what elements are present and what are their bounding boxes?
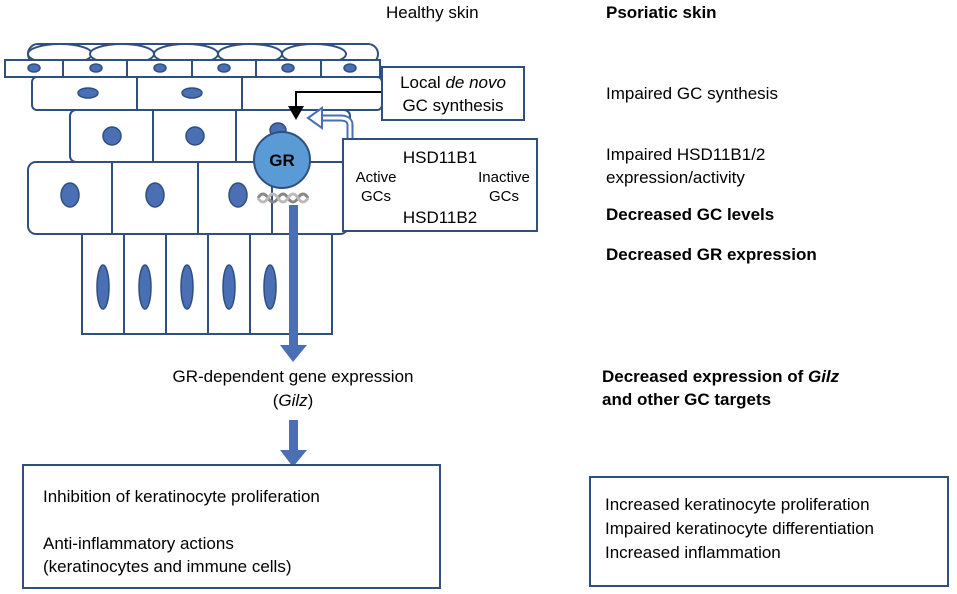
heading-healthy-skin: Healthy skin	[386, 3, 479, 22]
healthy-outcome-line1: Inhibition of keratinocyte proliferation	[43, 487, 320, 506]
healthy-outcome-line2: Anti-inflammatory actions	[43, 534, 234, 553]
psoriatic-gilz-pre: Decreased expression of	[602, 367, 808, 386]
psoriatic-effect-3: Decreased GC levels	[606, 205, 775, 224]
hsd-top-label: HSD11B1	[402, 148, 478, 167]
psoriatic-outcome-line1: Increased keratinocyte proliferation	[605, 495, 870, 514]
healthy-outcome-box: Inhibition of keratinocyte proliferation…	[22, 464, 441, 589]
psoriatic-outcome-line2: Impaired keratinocyte differentiation	[605, 519, 875, 538]
gene-expression-line2: (Gilz)	[140, 390, 446, 411]
gr-down-arrow-head	[280, 345, 307, 362]
gr-receptor-circle	[253, 131, 311, 189]
local-synthesis-line1-pre: Local	[400, 73, 446, 92]
heading-psoriatic-skin: Psoriatic skin	[606, 3, 717, 22]
hsd-active-line2: GCs	[361, 188, 391, 205]
local-synthesis-line2: GC synthesis	[402, 96, 504, 115]
hsd-bottom-label: HSD11B2	[402, 208, 478, 227]
local-synthesis-box: Local de novo GC synthesis	[381, 66, 525, 121]
psoriatic-outcome-box: Increased keratinocyte proliferation Imp…	[589, 476, 949, 587]
hsd-inactive-line1: Inactive	[478, 169, 530, 186]
healthy-outcome-line3: (keratinocytes and immune cells)	[43, 557, 292, 576]
psoriatic-effect-0: Impaired GC synthesis	[606, 84, 778, 103]
gr-label: GR	[269, 151, 295, 170]
psoriatic-gilz-line1: Decreased expression of Gilz	[602, 366, 839, 387]
psoriatic-effect-2: expression/activity	[606, 168, 745, 187]
local-synthesis-line1-em: de novo	[445, 73, 506, 92]
gene-expression-open: (	[272, 391, 279, 410]
hsd-box: HSD11B1 Active GCs Inactive GCs HSD11B2	[342, 138, 538, 232]
gene-expression-line1: GR-dependent gene expression	[172, 367, 414, 386]
psoriatic-effect-4: Decreased GR expression	[606, 245, 817, 264]
gene-expression-gilz: Gilz	[278, 391, 308, 410]
psoriatic-outcome-line3: Increased inflammation	[605, 543, 781, 562]
hsd-active-line1: Active	[355, 169, 397, 186]
synthesis-arrow	[288, 91, 382, 120]
outcome-down-arrow-shaft	[289, 420, 298, 452]
psoriatic-gilz-line2: and other GC targets	[602, 390, 772, 409]
hsd-inactive-line2: GCs	[489, 188, 519, 205]
gr-down-arrow-shaft	[289, 205, 298, 347]
psoriatic-gilz-em: Gilz	[807, 367, 840, 386]
gene-expression-close: )	[307, 391, 314, 410]
nuclei	[27, 63, 357, 310]
psoriatic-effect-1: Impaired HSD11B1/2	[606, 145, 766, 164]
outcome-down-arrow-head	[280, 450, 307, 467]
